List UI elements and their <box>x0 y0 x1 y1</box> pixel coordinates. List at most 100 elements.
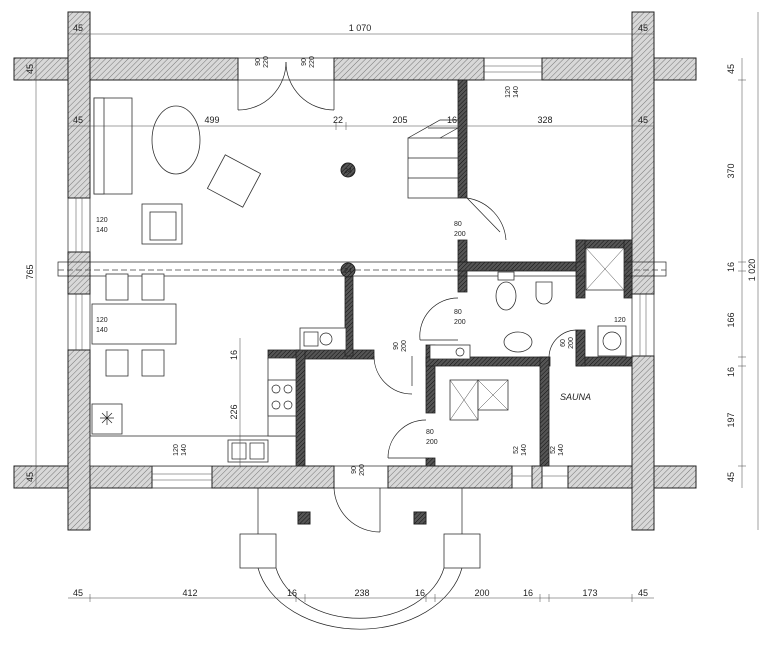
wall-bottom-3 <box>387 465 513 489</box>
dim-kitchen-gap: 16 <box>229 350 239 360</box>
wall-sauna-left-bottom <box>425 457 436 467</box>
svg-text:120: 120 <box>505 86 512 98</box>
dim-right-overall: 1 020 <box>747 259 757 282</box>
dim-right-4: 166 <box>726 312 736 327</box>
opening-labels: 90 220 90 220 120 140 120 140 120 140 80… <box>96 56 626 476</box>
post-2 <box>340 262 356 278</box>
dim-top-4: 205 <box>392 115 407 125</box>
wall-left-3 <box>67 349 91 531</box>
porch <box>239 488 481 630</box>
svg-text:120: 120 <box>96 317 108 324</box>
wall-shower-left <box>575 239 586 299</box>
svg-text:90: 90 <box>393 342 400 350</box>
fridge <box>91 403 123 435</box>
post-2-label: 24 <box>344 268 352 275</box>
dining-table <box>91 303 177 345</box>
wall-left-2 <box>67 251 91 295</box>
svg-text:90: 90 <box>301 58 308 66</box>
dim-bottom-6: 200 <box>474 588 489 598</box>
dim-bottom-3: 16 <box>287 588 297 598</box>
wall-top-left <box>13 57 239 81</box>
sauna-label: SAUNA <box>560 392 591 402</box>
dim-bottom-5: 16 <box>415 588 425 598</box>
stairs <box>407 119 459 199</box>
wall-right-2 <box>631 355 655 531</box>
svg-text:200: 200 <box>568 337 575 349</box>
furniture <box>89 97 356 467</box>
svg-text:140: 140 <box>513 86 520 98</box>
svg-text:120: 120 <box>614 317 626 324</box>
svg-text:200: 200 <box>454 231 466 238</box>
fireplace <box>299 327 347 351</box>
post-1-label: 24 <box>344 168 352 175</box>
dim-top-corner-right: 45 <box>638 23 648 33</box>
svg-text:90: 90 <box>351 466 358 474</box>
interior-walls <box>267 79 633 467</box>
dim-bottom-8: 173 <box>582 588 597 598</box>
dim-right-2: 370 <box>726 163 736 178</box>
dim-right-3: 16 <box>726 262 736 272</box>
armchair-1 <box>206 154 262 208</box>
svg-text:140: 140 <box>96 227 108 234</box>
svg-text:200: 200 <box>359 464 366 476</box>
svg-text:80: 80 <box>454 309 462 316</box>
dim-bottom-7: 16 <box>523 588 533 598</box>
dim-bottom-9: 45 <box>638 588 648 598</box>
wall-sauna-top <box>425 356 551 367</box>
svg-text:120: 120 <box>96 217 108 224</box>
svg-text:60: 60 <box>560 339 567 347</box>
porch-pillar-left <box>239 533 277 569</box>
svg-text:140: 140 <box>521 444 528 456</box>
sauna: SAUNA <box>449 379 591 421</box>
svg-text:90: 90 <box>255 58 262 66</box>
wall-shower-right <box>623 239 633 299</box>
dim-right-6: 197 <box>726 412 736 427</box>
dim-top-2: 499 <box>204 115 219 125</box>
wall-top-right <box>541 57 697 81</box>
wall-stair <box>457 79 468 199</box>
svg-text:80: 80 <box>454 221 462 228</box>
dim-right-5: 16 <box>726 367 736 377</box>
svg-text:52: 52 <box>550 446 557 454</box>
svg-text:140: 140 <box>181 444 188 456</box>
svg-text:52: 52 <box>513 446 520 454</box>
bidet <box>535 281 553 305</box>
dimension-lines <box>32 12 759 602</box>
dim-top-6: 328 <box>537 115 552 125</box>
svg-text:200: 200 <box>426 439 438 446</box>
dim-left-bottom: 45 <box>25 472 35 482</box>
svg-text:120: 120 <box>173 444 180 456</box>
beam-outline <box>57 261 667 277</box>
post-1 <box>340 162 356 178</box>
boiler <box>429 344 471 360</box>
window-glazing <box>67 57 655 489</box>
bathroom <box>429 247 627 360</box>
wall-kitchen-right <box>295 349 306 467</box>
svg-text:220: 220 <box>309 56 316 68</box>
porch-pillar-right <box>443 533 481 569</box>
svg-text:220: 220 <box>263 56 270 68</box>
dim-right-1: 45 <box>726 64 736 74</box>
dim-bottom-1: 45 <box>73 588 83 598</box>
washbasin <box>503 331 533 353</box>
doors <box>237 57 577 533</box>
svg-text:140: 140 <box>96 327 108 334</box>
toilet <box>495 281 517 311</box>
dim-top-3: 22 <box>333 115 343 125</box>
dim-left-overall: 765 <box>25 264 35 279</box>
wall-bottom-2 <box>211 465 335 489</box>
svg-text:140: 140 <box>558 444 565 456</box>
sink <box>227 439 269 463</box>
dim-top-5: 16 <box>447 115 457 125</box>
exterior-walls <box>13 11 697 531</box>
washing-machine <box>597 325 627 357</box>
dim-right-7: 45 <box>726 472 736 482</box>
coffee-table <box>151 105 201 175</box>
dim-top-overall: 1 070 <box>349 23 372 33</box>
svg-text:80: 80 <box>426 429 434 436</box>
stove <box>267 379 297 417</box>
dim-top-corner-left: 45 <box>73 23 83 33</box>
dim-left-top: 45 <box>25 64 35 74</box>
wall-bottom-4 <box>531 465 543 489</box>
